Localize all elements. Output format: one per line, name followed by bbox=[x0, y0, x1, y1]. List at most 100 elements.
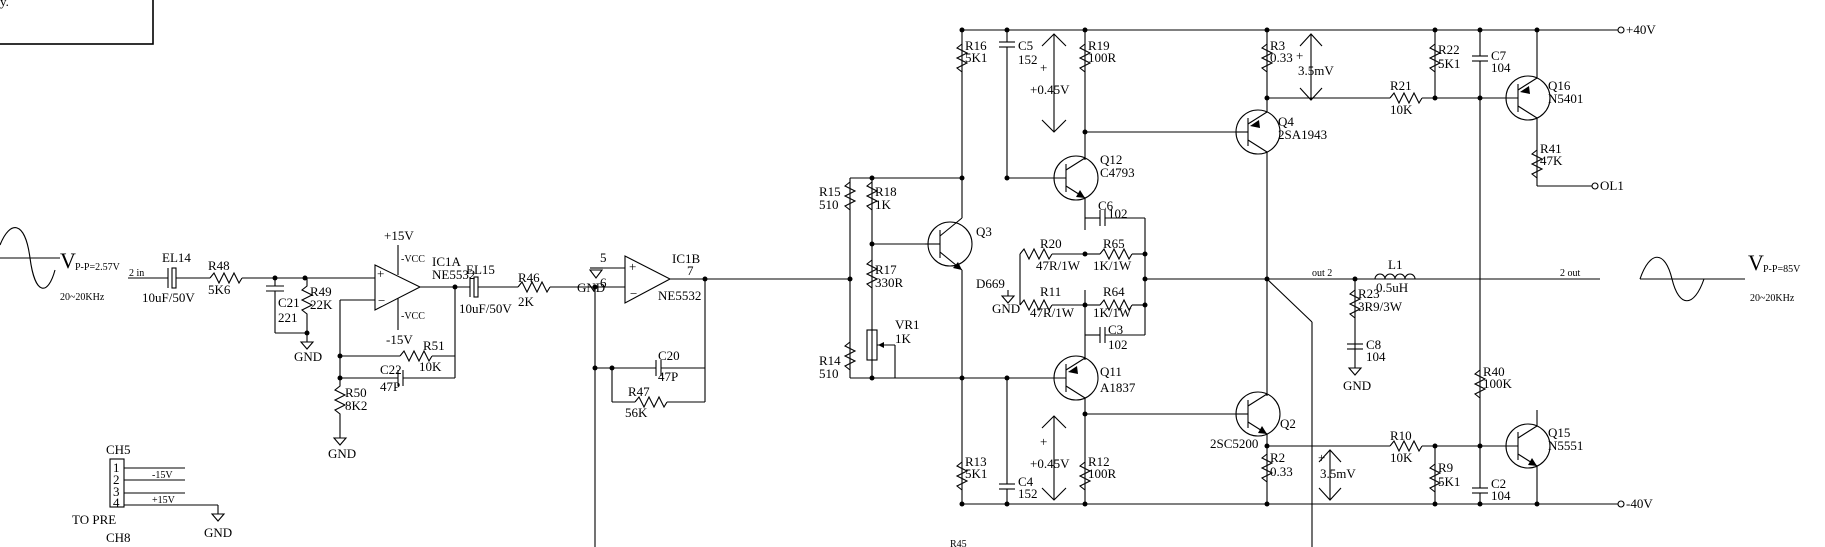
out-node-label: out 2 bbox=[1312, 268, 1332, 279]
gnd-symbol: GND bbox=[294, 333, 322, 364]
resistor-r48: R48 5K6 bbox=[208, 258, 305, 297]
svg-text:C3: C3 bbox=[1108, 322, 1123, 337]
svg-text:+: + bbox=[629, 259, 636, 274]
svg-text:-VCC: -VCC bbox=[401, 254, 425, 265]
resistor-r41: R41 47K bbox=[1530, 141, 1563, 179]
svg-text:C4793: C4793 bbox=[1100, 165, 1135, 180]
svg-text:Q4: Q4 bbox=[1278, 114, 1294, 129]
svg-text:R12: R12 bbox=[1088, 454, 1110, 469]
svg-text:N5551: N5551 bbox=[1548, 438, 1583, 453]
resistor-r51: R51 10K bbox=[340, 287, 456, 374]
svg-text:6: 6 bbox=[600, 275, 607, 290]
svg-text:5K1: 5K1 bbox=[1438, 474, 1460, 489]
svg-text:+: + bbox=[1296, 48, 1303, 63]
svg-text:5K1: 5K1 bbox=[965, 50, 987, 65]
svg-text:R20: R20 bbox=[1040, 236, 1062, 251]
svg-text:104: 104 bbox=[1366, 349, 1386, 364]
svg-text:47R/1W: 47R/1W bbox=[1036, 258, 1081, 273]
svg-text:R40: R40 bbox=[1483, 364, 1505, 379]
gnd-symbol: GND bbox=[1343, 367, 1371, 393]
output-freq: 20~20KHz bbox=[1750, 293, 1795, 304]
svg-text:152: 152 bbox=[1018, 486, 1038, 501]
svg-text:5K6: 5K6 bbox=[208, 282, 231, 297]
connector-ch5: CH5 1 2 3 4 -15V +15V TO PRE CH8 GND bbox=[72, 442, 232, 545]
svg-text:5K1: 5K1 bbox=[1438, 56, 1460, 71]
svg-text:Q11: Q11 bbox=[1100, 364, 1122, 379]
svg-text:1K: 1K bbox=[895, 331, 912, 346]
output-signal: V P-P=85V 20~20KHz bbox=[1639, 250, 1801, 304]
output-vpp: V bbox=[1748, 250, 1764, 275]
transistor-q12: Q12 C4793 bbox=[1007, 152, 1135, 201]
svg-text:C8: C8 bbox=[1366, 337, 1381, 352]
opamp-ic1a: + − +15V -VCC -VCC -15V IC1A NE5532 bbox=[374, 228, 475, 347]
resistor-r2: R2 0.33 bbox=[1260, 450, 1293, 483]
svg-text:C5: C5 bbox=[1018, 38, 1033, 53]
svg-text:R21: R21 bbox=[1390, 78, 1412, 93]
svg-text:R17: R17 bbox=[875, 262, 897, 277]
svg-text:Q3: Q3 bbox=[976, 224, 992, 239]
svg-text:VR1: VR1 bbox=[895, 317, 920, 332]
svg-text:3.5mV: 3.5mV bbox=[1298, 63, 1334, 78]
resistor-r14: R14 510 bbox=[819, 341, 857, 381]
resistor-r16: R16 5K1 bbox=[955, 38, 987, 73]
svg-text:+: + bbox=[1318, 450, 1325, 465]
svg-text:R49: R49 bbox=[310, 284, 332, 299]
capacitor-c3: C3 102 bbox=[1085, 322, 1146, 352]
inductor-l1: L1 0.5uH bbox=[1374, 257, 1416, 295]
resistor-r20: R20 47R/1W bbox=[1019, 236, 1085, 305]
resistor-r15: R15 510 bbox=[819, 181, 857, 212]
svg-text:D669: D669 bbox=[976, 276, 1005, 291]
svg-text:47P: 47P bbox=[658, 369, 678, 384]
svg-text:GND: GND bbox=[577, 280, 605, 295]
capacitor-c5: C5 152 bbox=[999, 30, 1038, 178]
transistor-q3: Q3 D669 bbox=[925, 217, 1005, 291]
svg-text:N5401: N5401 bbox=[1548, 91, 1583, 106]
svg-text:221: 221 bbox=[278, 310, 298, 325]
svg-text:R9: R9 bbox=[1438, 460, 1453, 475]
svg-text:5: 5 bbox=[600, 250, 607, 265]
svg-text:IC1B: IC1B bbox=[672, 251, 701, 266]
svg-text:100R: 100R bbox=[1088, 50, 1117, 65]
svg-text:102: 102 bbox=[1108, 206, 1128, 221]
svg-text:-15V: -15V bbox=[386, 332, 413, 347]
svg-text:1K: 1K bbox=[875, 197, 892, 212]
svg-text:Q12: Q12 bbox=[1100, 152, 1122, 167]
svg-text:R19: R19 bbox=[1088, 38, 1110, 53]
svg-text:10K: 10K bbox=[1390, 102, 1413, 117]
svg-text:5K1: 5K1 bbox=[965, 466, 987, 481]
svg-text:−: − bbox=[630, 286, 637, 301]
svg-text:100K: 100K bbox=[1483, 376, 1513, 391]
svg-text:22K: 22K bbox=[310, 297, 333, 312]
gnd-symbol: GND bbox=[992, 290, 1020, 316]
rail-neg: -40V bbox=[1626, 496, 1653, 511]
svg-text:2K: 2K bbox=[518, 294, 535, 309]
transistor-q11: Q11 A1837 bbox=[962, 355, 1136, 401]
capacitor-el14: EL14 10uF/50V bbox=[142, 250, 210, 305]
svg-text:IC1A: IC1A bbox=[432, 254, 462, 269]
svg-text:510: 510 bbox=[819, 366, 839, 381]
capacitor-c20: C20 47P bbox=[655, 348, 705, 384]
resistor-r46: R46 2K bbox=[517, 270, 595, 309]
output-vpp-sub: P-P=85V bbox=[1763, 264, 1801, 275]
resistor-r50: R50 8K2 GND bbox=[328, 378, 367, 461]
capacitor-el15: EL15 10uF/50V bbox=[459, 262, 518, 316]
resistor-r65: R65 1K/1W bbox=[1085, 236, 1145, 273]
svg-text:y.: y. bbox=[0, 0, 9, 9]
svg-text:47K: 47K bbox=[1540, 153, 1563, 168]
svg-text:CH5: CH5 bbox=[106, 442, 131, 457]
svg-text:330R: 330R bbox=[875, 275, 904, 290]
svg-text:C7: C7 bbox=[1491, 48, 1507, 63]
svg-text:C2: C2 bbox=[1491, 476, 1506, 491]
svg-text:+: + bbox=[1040, 434, 1047, 449]
svg-text:8K2: 8K2 bbox=[345, 398, 367, 413]
svg-text:0.5uH: 0.5uH bbox=[1376, 280, 1408, 295]
svg-text:GND: GND bbox=[992, 301, 1020, 316]
svg-text:R16: R16 bbox=[965, 38, 987, 53]
transistor-q4: Q4 2SA1943 bbox=[1235, 109, 1327, 155]
capacitor-c21: C21 221 bbox=[266, 278, 307, 334]
out-label: 2 out bbox=[1560, 268, 1581, 279]
gnd-symbol: GND bbox=[577, 267, 605, 295]
capacitor-c2: C2 104 bbox=[1472, 446, 1511, 504]
svg-text:2: 2 bbox=[113, 472, 120, 487]
